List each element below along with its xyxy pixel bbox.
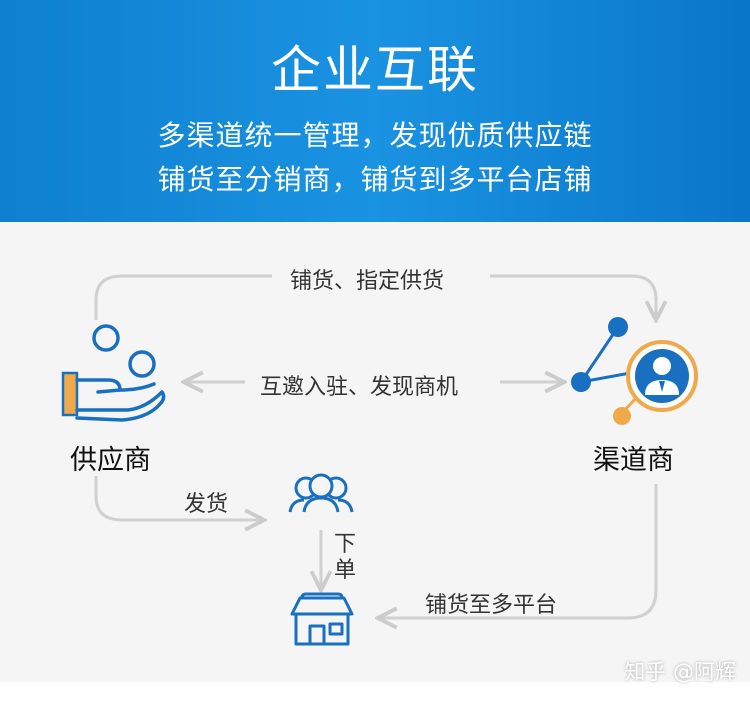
supplier-hand-icon xyxy=(61,324,166,422)
edge-label-top: 铺货、指定供货 xyxy=(290,269,445,294)
diagram-panel xyxy=(0,222,750,682)
edge-label-platform: 铺货至多平台 xyxy=(425,593,558,618)
store-icon xyxy=(290,592,354,646)
edge-label-middle: 互邀入驻、发现商机 xyxy=(260,375,459,400)
arrow-platform xyxy=(380,484,658,618)
node-channel-label: 渠道商 xyxy=(593,445,674,476)
arrow-top-end xyxy=(490,274,656,318)
watermark: 知乎 @阿辉 xyxy=(624,660,736,684)
channel-network-icon xyxy=(571,317,698,425)
subtitle-line-1: 多渠道统一管理，发现优质供应链 xyxy=(157,119,593,152)
arrow-ship xyxy=(94,476,262,520)
consumers-group-icon xyxy=(288,473,354,513)
edge-label-order: 下单 xyxy=(333,532,356,583)
arrow-top xyxy=(94,274,272,320)
header-banner: 企业互联 多渠道统一管理，发现优质供应链 铺货至分销商，铺货到多平台店铺 xyxy=(0,0,750,222)
page-title: 企业互联 xyxy=(271,41,479,99)
node-supplier-label: 供应商 xyxy=(70,445,151,476)
edge-label-ship: 发货 xyxy=(184,492,229,517)
subtitle-line-2: 铺货至分销商，铺货到多平台店铺 xyxy=(157,163,593,196)
